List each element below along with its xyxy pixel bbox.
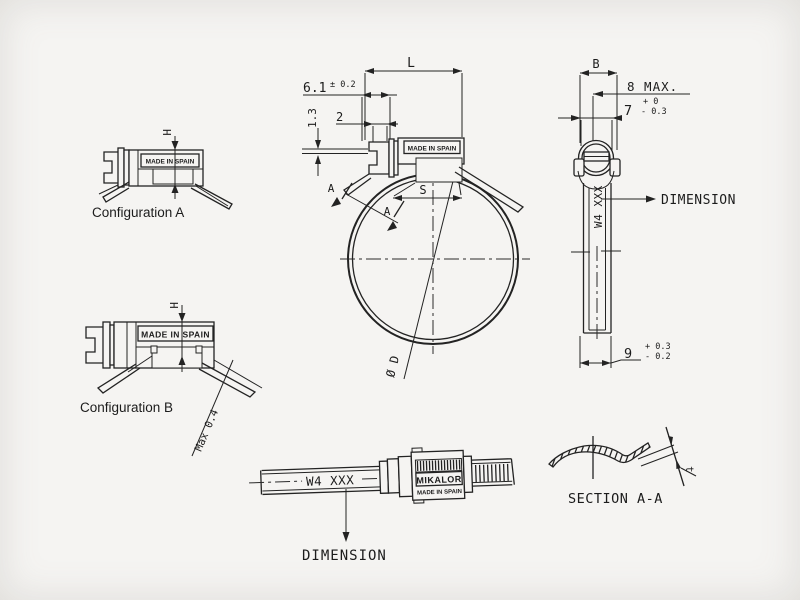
side-dim-7: 7 + 0 - 0.3 bbox=[558, 97, 667, 150]
config-b-screw-head bbox=[85, 321, 115, 369]
front-centerlines bbox=[340, 164, 530, 354]
side-9-tolerance-plus: + 0.3 bbox=[645, 342, 671, 352]
config-b-caption: Configuration B bbox=[80, 400, 173, 415]
front-screw-head bbox=[368, 138, 399, 178]
band-dimension-leader: DIMENSION bbox=[302, 489, 387, 564]
side-7-label: 7 bbox=[624, 103, 632, 119]
band-buckle bbox=[378, 458, 401, 495]
front-diameter-label: Ø D bbox=[383, 354, 402, 378]
side-dim-8-max: 8 MAX. bbox=[592, 79, 690, 146]
front-stamp-text: MADE IN SPAIN bbox=[408, 146, 457, 153]
side-8-max-label: 8 MAX. bbox=[627, 79, 678, 94]
side-7-tolerance-minus: - 0.3 bbox=[641, 107, 667, 117]
view-front: Ø D MADE IN SPAIN L 6 bbox=[302, 56, 530, 380]
front-L-label: L bbox=[407, 56, 415, 71]
front-6-1-tolerance: ± 0.2 bbox=[330, 80, 356, 90]
side-band-mark: W4 XXX bbox=[592, 185, 605, 228]
front-2-label: 2 bbox=[336, 110, 343, 124]
band-assembly: W4 XXX MIKALOR MADE IN SPAIN bbox=[249, 447, 515, 504]
front-dim-L: L bbox=[364, 56, 463, 140]
front-S-label: S bbox=[419, 183, 426, 197]
front-diameter-line: Ø D bbox=[383, 160, 459, 380]
front-section-marker-2: A bbox=[384, 205, 391, 218]
section-caption: SECTION A-A bbox=[568, 491, 663, 507]
view-config-b: MADE IN SPAIN H Max 0.4 Configuration B bbox=[80, 302, 263, 457]
side-B-label: B bbox=[592, 57, 599, 71]
band-origin-text: MADE IN SPAIN bbox=[417, 489, 462, 497]
front-dim-1-3: 1.3 bbox=[302, 108, 368, 176]
side-9-label: 9 bbox=[624, 346, 632, 362]
side-dimension-label: DIMENSION bbox=[661, 193, 736, 208]
band-housing bbox=[397, 447, 474, 504]
config-b-H-label: H bbox=[167, 302, 180, 309]
config-a-H-label: H bbox=[160, 129, 173, 136]
view-band: W4 XXX MIKALOR MADE IN SPAIN bbox=[249, 447, 515, 564]
section-t-label: t bbox=[683, 466, 696, 473]
side-dim-9: 9 + 0.3 - 0.2 bbox=[579, 336, 671, 368]
config-b-max-note: Max 0.4 bbox=[191, 359, 234, 457]
band-brand-text: MIKALOR bbox=[416, 474, 462, 486]
band-dimension-label: DIMENSION bbox=[302, 548, 387, 564]
front-dim-6-1: 6.1 ± 0.2 bbox=[303, 80, 397, 141]
front-dim-2: 2 bbox=[336, 110, 398, 142]
side-band-strip: W4 XXX bbox=[571, 183, 621, 340]
config-b-housing bbox=[113, 321, 215, 369]
config-b-dim-H: H bbox=[167, 302, 186, 372]
band-perforated-strip bbox=[471, 458, 515, 487]
section-band-profile bbox=[548, 436, 651, 479]
side-screw-head bbox=[573, 139, 621, 190]
config-a-screw-head bbox=[103, 147, 130, 188]
view-section-a-a: t SECTION A-A bbox=[548, 426, 697, 507]
config-b-max-label: Max 0.4 bbox=[193, 408, 221, 453]
config-b-band-tails bbox=[96, 355, 263, 398]
config-b-stamp-text: MADE IN SPAIN bbox=[141, 330, 210, 340]
front-section-cut-A-A: A A bbox=[328, 182, 405, 231]
front-housing bbox=[397, 137, 465, 183]
side-7-tolerance-plus: + 0 bbox=[643, 97, 658, 107]
front-6-1-label: 6.1 bbox=[303, 81, 326, 96]
section-dim-t: t bbox=[637, 426, 697, 487]
side-dimension-leader: DIMENSION bbox=[601, 193, 736, 208]
front-dim-S: S bbox=[393, 182, 462, 201]
config-a-dim-H: H bbox=[160, 129, 179, 199]
side-dim-B: B bbox=[579, 57, 618, 150]
view-config-a: MADE IN SPAIN H Configuration A bbox=[92, 129, 233, 220]
side-9-tolerance-minus: - 0.2 bbox=[645, 352, 671, 362]
config-a-band-tails bbox=[98, 181, 233, 210]
band-mark-text: W4 XXX bbox=[306, 472, 355, 489]
front-section-marker-1: A bbox=[328, 182, 335, 195]
config-a-stamp-text: MADE IN SPAIN bbox=[146, 159, 195, 166]
view-side: B 8 MAX. 7 + 0 - 0.3 bbox=[558, 57, 736, 368]
config-a-caption: Configuration A bbox=[92, 205, 184, 220]
front-1-3-label: 1.3 bbox=[306, 108, 319, 128]
config-a-housing bbox=[128, 149, 204, 187]
